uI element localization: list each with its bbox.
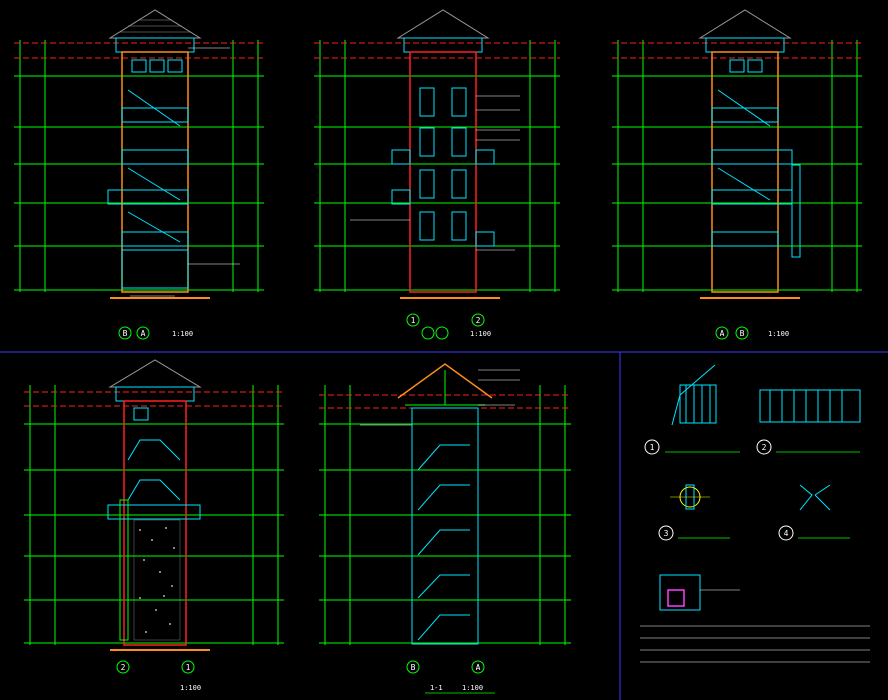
windows: [729, 59, 763, 73]
axis-label-left: 2: [121, 663, 126, 672]
elevation-view-d: 2 1 1:100: [24, 359, 284, 692]
axis-label-right: 2: [476, 316, 481, 325]
detail-3-number: 3: [664, 529, 669, 538]
axis-label-left: B: [123, 329, 128, 338]
axis-label-left: B: [411, 663, 416, 672]
windows: [419, 87, 467, 241]
building-outline: [123, 400, 187, 646]
axis-bubble-left: [715, 326, 729, 340]
stair-section-flights: [417, 444, 470, 641]
building-outline: [121, 51, 189, 293]
axis-label-left: 1: [411, 316, 416, 325]
building-outline: [711, 51, 779, 293]
roof-section: [397, 363, 493, 399]
top-window: [133, 407, 149, 421]
axis-bubble-left: [406, 313, 420, 327]
elevation-view-a: B A 1:100: [14, 9, 264, 340]
stair-flights: [107, 439, 201, 520]
elevation-view-b: 1 2 1:100: [314, 9, 560, 340]
stair-railings: [107, 89, 189, 247]
building-section-outline: [411, 407, 479, 645]
view-scale: 1:100: [470, 330, 491, 338]
roof-members: [405, 370, 485, 406]
detail-1-railing: [671, 364, 717, 426]
dimension-lines: [24, 385, 284, 645]
section-title: 1-1: [430, 684, 443, 692]
view-scale: 1:100: [180, 684, 201, 692]
hatch-dots: [139, 527, 175, 633]
axis-label-right: A: [141, 329, 146, 338]
building-outline: [409, 51, 477, 293]
axis-bubble-right: [471, 660, 485, 674]
detail-1-number: 1: [650, 443, 655, 452]
axis-bubble-right: [136, 326, 150, 340]
side-ladder: [791, 164, 801, 258]
detail-4-bubble: [778, 525, 794, 541]
detail-2-number: 2: [762, 443, 767, 452]
detail-4-joint: [799, 484, 831, 511]
title-bubble-1: [421, 326, 435, 340]
axis-label-right: B: [740, 329, 745, 338]
axis-bubble-left: [118, 326, 132, 340]
leader-annotations: [130, 47, 240, 297]
view-scale: 1:100: [172, 330, 193, 338]
floor-level-lines: [24, 391, 284, 407]
section-view-1-1: B A 1-1 1:100: [319, 363, 571, 694]
leader-annotations: [350, 95, 520, 251]
axis-label-right: A: [476, 663, 481, 672]
axis-bubble-right: [181, 660, 195, 674]
balconies: [391, 149, 495, 247]
floor-level-lines: [314, 42, 560, 59]
windows: [131, 59, 183, 73]
detail-4-number: 4: [784, 529, 789, 538]
roof-tiles: [120, 19, 190, 33]
dimension-lines: [319, 385, 571, 645]
title-bubble-2: [435, 326, 449, 340]
view-scale: 1:100: [768, 330, 789, 338]
ground-door: [121, 249, 189, 289]
axis-bubble-right: [735, 326, 749, 340]
detail-foundation: [659, 574, 740, 611]
hatched-wall: [133, 519, 181, 641]
detail-2-fence: [759, 389, 861, 423]
dimension-lines: [314, 40, 560, 292]
axis-bubble-left: [406, 660, 420, 674]
floor-level-lines: [14, 42, 264, 59]
view-scale: 1:100: [462, 684, 483, 692]
side-ladder: [119, 499, 129, 641]
axis-bubble-right: [471, 313, 485, 327]
detail-1-bubble: [644, 439, 660, 455]
detail-3-bubble: [658, 525, 674, 541]
axis-label-right: 1: [186, 663, 191, 672]
detail-3-drain: [670, 484, 710, 510]
floor-level-lines: [612, 42, 862, 59]
leader-annotations: [360, 369, 520, 426]
elevation-view-c: A B 1:100: [612, 9, 862, 340]
detail-2-bubble: [756, 439, 772, 455]
details-panel: 1 2 3 4: [640, 364, 870, 663]
axis-label-left: A: [720, 329, 725, 338]
axis-bubble-left: [116, 660, 130, 674]
general-notes-lines: [640, 625, 870, 663]
